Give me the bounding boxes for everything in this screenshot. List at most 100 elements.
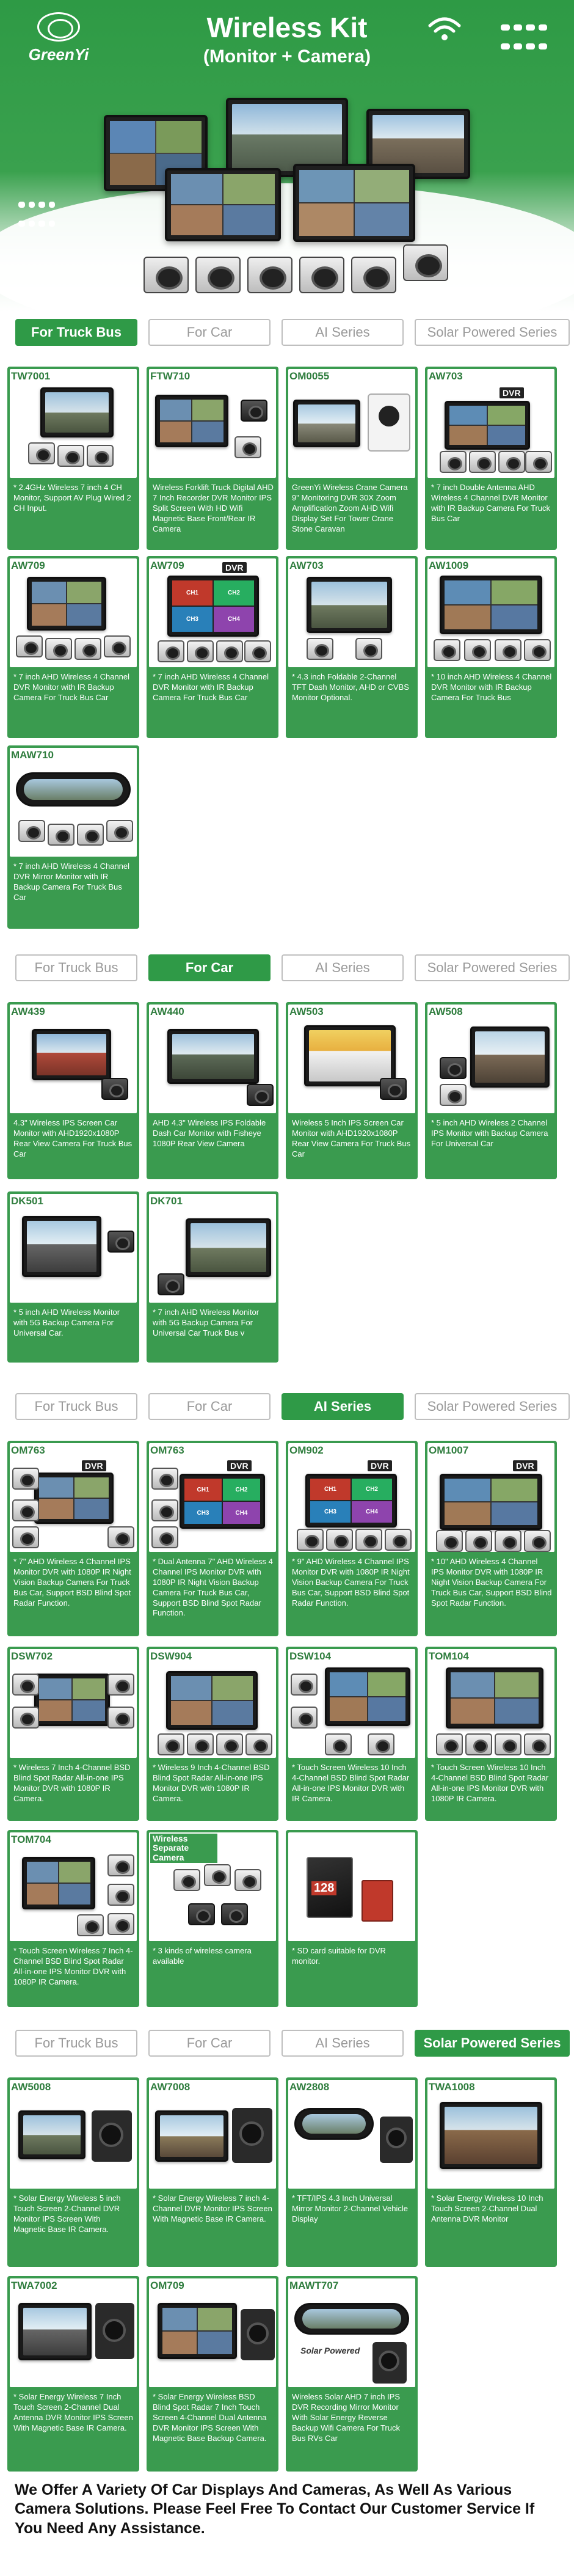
product-model: AW709 — [11, 560, 45, 571]
product-description: * 2.4GHz Wireless 7 inch 4 CH Monitor, S… — [13, 483, 131, 513]
tab-solar-powered-series[interactable]: Solar Powered Series — [415, 954, 570, 981]
product-image: DVR — [427, 1443, 554, 1552]
sd-card-image: 128 — [307, 1857, 353, 1918]
hero-subtitle: (Monitor + Camera) — [203, 46, 371, 67]
tab-solar-powered-series[interactable]: Solar Powered Series — [415, 1393, 570, 1420]
product-model: TOM104 — [429, 1650, 469, 1662]
product-card[interactable]: FTW710 Wireless Forklift Truck Digital A… — [147, 367, 278, 550]
product-description: * 9" AHD Wireless 4 Channel IPS Monitor … — [292, 1557, 410, 1608]
product-card[interactable]: TWA7002 * Solar Energy Wireless 7 Inch T… — [7, 2276, 139, 2472]
product-card[interactable]: AW440 AHD 4.3" Wireless IPS Foldable Das… — [147, 1002, 278, 1179]
product-card[interactable]: AW1009 * 10 inch AHD Wireless 4 Channel … — [425, 556, 557, 738]
product-model: OM763 — [11, 1444, 45, 1456]
product-card[interactable]: TWA1008 * Solar Energy Wireless 10 Inch … — [425, 2077, 557, 2267]
tab-for-car[interactable]: For Car — [148, 319, 271, 346]
product-card[interactable]: TW7001 * 2.4GHz Wireless 7 inch 4 CH Mon… — [7, 367, 139, 550]
product-card[interactable]: DVR CH1 CH2 CH3 CH4 OM902 * 9" AHD Wirel… — [286, 1441, 418, 1636]
product-card[interactable]: DSW104 * Touch Screen Wireless 10 Inch 4… — [286, 1647, 418, 1821]
product-card[interactable]: DVR OM1007 * 10" AHD Wireless 4 Channel … — [425, 1441, 557, 1636]
product-image — [149, 1194, 276, 1303]
product-card[interactable]: Solar Powered MAWT707 Wireless Solar AHD… — [286, 2276, 418, 2472]
product-card[interactable]: DK701 * 7 inch AHD Wireless Monitor with… — [147, 1191, 278, 1363]
product-card[interactable]: AW503 Wireless 5 Inch IPS Screen Car Mon… — [286, 1002, 418, 1179]
product-card[interactable]: AW5008 * Solar Energy Wireless 5 inch To… — [7, 2077, 139, 2267]
product-model: TWA1008 — [429, 2081, 475, 2093]
product-description: * 7 inch AHD Wireless 4 Channel DVR Moni… — [153, 672, 269, 702]
product-card[interactable]: TOM704 * Touch Screen Wireless 7 Inch 4-… — [7, 1830, 139, 2007]
product-image: DVR CH1 CH2 CH3 CH4 — [288, 1443, 415, 1552]
ch4-label: CH4 — [352, 1501, 392, 1523]
brand-logo-mark-icon — [37, 12, 80, 42]
product-card[interactable]: MAW710 * 7 inch AHD Wireless 4 Channel D… — [7, 745, 139, 929]
tab-for-truck-bus[interactable]: For Truck Bus — [15, 2030, 137, 2057]
tab-ai-series[interactable]: AI Series — [282, 1393, 404, 1420]
ch4-label: CH4 — [223, 1502, 260, 1524]
hero-camera-6 — [403, 244, 448, 281]
product-card[interactable]: OM0055 GreenYi Wireless Crane Camera 9" … — [286, 367, 418, 550]
product-description: Wireless 5 Inch IPS Screen Car Monitor w… — [292, 1118, 411, 1158]
product-image: DVR — [10, 1443, 137, 1552]
product-model: DSW904 — [150, 1650, 192, 1662]
tab-for-car[interactable]: For Car — [148, 954, 271, 981]
product-description: * TFT/IPS 4.3 Inch Universal Mirror Moni… — [292, 2194, 409, 2223]
dvr-badge: DVR — [513, 1460, 537, 1471]
product-card[interactable]: DVR CH1 CH2 CH3 CH4 OM763 * Dual Antenna… — [147, 1441, 278, 1636]
tab-for-truck-bus[interactable]: For Truck Bus — [15, 1393, 137, 1420]
product-description: * Dual Antenna 7" AHD Wireless 4 Channel… — [153, 1557, 273, 1618]
product-image — [149, 369, 276, 478]
tab-for-car[interactable]: For Car — [148, 2030, 271, 2057]
product-card[interactable]: AW703 * 4.3 inch Foldable 2-Channel TFT … — [286, 556, 418, 738]
product-image — [288, 369, 415, 478]
tab-ai-series[interactable]: AI Series — [282, 954, 404, 981]
product-card[interactable]: AW709 * 7 inch AHD Wireless 4 Channel DV… — [7, 556, 139, 738]
product-image — [288, 1649, 415, 1758]
tab-for-truck-bus[interactable]: For Truck Bus — [15, 319, 137, 346]
tab-ai-series[interactable]: AI Series — [282, 319, 404, 346]
product-card[interactable]: AW2808 * TFT/IPS 4.3 Inch Universal Mirr… — [286, 2077, 418, 2267]
product-image — [10, 1649, 137, 1758]
product-card[interactable]: DVR AW703 * 7 inch Double Antenna AHD Wi… — [425, 367, 557, 550]
product-card[interactable]: DVR CH1 CH2 CH3 CH4 AW709 * 7 inch AHD W… — [147, 556, 278, 738]
footer-message: We Offer A Variety Of Car Displays And C… — [15, 2481, 535, 2537]
tab-for-car[interactable]: For Car — [148, 1393, 271, 1420]
product-image — [427, 558, 554, 667]
dvr-badge: DVR — [82, 1460, 106, 1471]
product-card[interactable]: Wireless Separate Camera * 3 kinds of wi… — [147, 1830, 278, 2007]
product-model: DSW104 — [289, 1650, 332, 1662]
product-card[interactable]: TOM104 * Touch Screen Wireless 10 Inch 4… — [425, 1647, 557, 1821]
product-model: AW703 — [429, 370, 463, 382]
product-card[interactable]: DVR OM763 * 7" AHD Wireless 4 Channel IP… — [7, 1441, 139, 1636]
product-model: AW2808 — [289, 2081, 330, 2093]
product-card[interactable]: DSW904 * Wireless 9 Inch 4-Channel BSD B… — [147, 1647, 278, 1821]
wifi-icon — [428, 17, 461, 40]
hero-camera-5 — [351, 257, 396, 293]
product-model: OM902 — [289, 1444, 324, 1456]
ch4-label: CH4 — [214, 607, 254, 632]
product-description: GreenYi Wireless Crane Camera 9" Monitor… — [292, 483, 408, 533]
product-card[interactable]: 128 SD Card * SD card suitable for DVR m… — [286, 1830, 418, 2007]
dvr-badge: DVR — [222, 562, 247, 573]
product-image — [10, 1194, 137, 1303]
product-card[interactable]: DK501 * 5 inch AHD Wireless Monitor with… — [7, 1191, 139, 1363]
tab-ai-series[interactable]: AI Series — [282, 2030, 404, 2057]
ch3-label: CH3 — [172, 607, 213, 632]
tab-solar-powered-series[interactable]: Solar Powered Series — [415, 2030, 570, 2057]
sd-capacity: 128 — [311, 1881, 337, 1895]
product-image — [427, 1004, 554, 1113]
product-card[interactable]: OM709 * Solar Energy Wireless BSD Blind … — [147, 2276, 278, 2472]
product-card[interactable]: AW508 * 5 inch AHD Wireless 2 Channel IP… — [425, 1002, 557, 1179]
product-card[interactable]: AW439 4.3" Wireless IPS Screen Car Monit… — [7, 1002, 139, 1179]
product-image — [149, 2278, 276, 2387]
tab-solar-powered-series[interactable]: Solar Powered Series — [415, 319, 570, 346]
ch1-label: CH1 — [310, 1479, 351, 1500]
brand-logo-text: GreenYi — [28, 45, 89, 64]
product-model: TWA7002 — [11, 2280, 57, 2291]
product-image — [427, 1649, 554, 1758]
product-image — [288, 558, 415, 667]
product-model: OM1007 — [429, 1444, 469, 1456]
product-description: * 3 kinds of wireless camera available — [153, 1946, 252, 1966]
product-card[interactable]: DSW702 * Wireless 7 Inch 4-Channel BSD B… — [7, 1647, 139, 1821]
product-card[interactable]: AW7008 * Solar Energy Wireless 7 inch 4-… — [147, 2077, 278, 2267]
brand-logo[interactable]: GreenYi — [16, 12, 101, 64]
tab-for-truck-bus[interactable]: For Truck Bus — [15, 954, 137, 981]
